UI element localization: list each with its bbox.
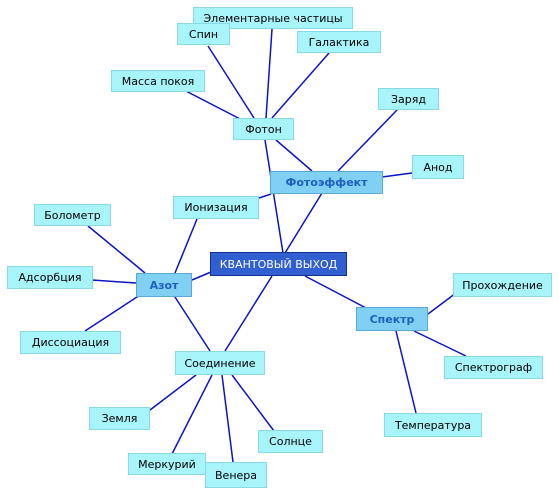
node-elementary-particles[interactable]: Элементарные частицы xyxy=(193,7,353,29)
edge-photoeffect-charge xyxy=(337,109,398,172)
node-dissociation[interactable]: Диссоциация xyxy=(20,331,121,354)
edge-compound-earth xyxy=(149,374,197,411)
edge-spectrum-temperature xyxy=(395,330,417,414)
root-node[interactable]: КВАНТОВЫЙ ВЫХОД xyxy=(210,252,347,276)
edge-root-nitrogen xyxy=(191,271,212,281)
node-spectrum[interactable]: Спектр xyxy=(356,307,428,331)
edge-root-spectrum xyxy=(304,275,367,309)
node-nitrogen[interactable]: Азот xyxy=(136,273,192,297)
edge-root-photon xyxy=(264,139,284,254)
node-anode[interactable]: Анод xyxy=(412,155,464,179)
node-adsorption[interactable]: Адсорбция xyxy=(7,266,93,289)
edge-compound-venus xyxy=(221,374,234,463)
node-photoeffect[interactable]: Фотоэффект xyxy=(270,171,383,194)
node-passage[interactable]: Прохождение xyxy=(453,273,552,297)
node-spin[interactable]: Спин xyxy=(177,23,230,45)
node-sun[interactable]: Солнце xyxy=(258,430,323,453)
edge-photon-spin xyxy=(207,45,255,119)
node-venus[interactable]: Венера xyxy=(205,462,267,488)
edge-root-compound xyxy=(224,275,273,352)
node-ionization[interactable]: Ионизация xyxy=(173,196,259,219)
edge-nitrogen-ionization xyxy=(174,218,198,274)
edge-nitrogen-dissociation xyxy=(84,294,141,332)
edge-compound-mercury xyxy=(171,374,213,455)
node-charge[interactable]: Заряд xyxy=(378,88,439,110)
edge-spectrum-passage xyxy=(427,292,457,315)
edge-spectrum-spectrograph xyxy=(413,330,467,357)
edge-nitrogen-bolometer xyxy=(87,225,146,274)
node-rest-mass[interactable]: Масса покоя xyxy=(111,70,205,92)
edge-root-photoeffect xyxy=(284,192,323,254)
edge-photon-rest-mass xyxy=(181,88,245,122)
node-compound[interactable]: Соединение xyxy=(175,351,265,375)
edge-compound-sun xyxy=(231,374,275,432)
node-earth[interactable]: Земля xyxy=(89,407,150,430)
node-photon[interactable]: Фотон xyxy=(233,118,294,140)
edge-nitrogen-compound xyxy=(174,296,211,352)
node-mercury[interactable]: Меркурий xyxy=(128,453,206,475)
edge-nitrogen-adsorption xyxy=(91,279,137,284)
edge-photoeffect-photon xyxy=(275,139,313,172)
edge-photon-elementary xyxy=(265,28,273,119)
node-bolometer[interactable]: Болометр xyxy=(34,204,111,226)
edge-photon-galaxy xyxy=(271,52,330,119)
node-spectrograph[interactable]: Спектрограф xyxy=(444,356,543,379)
node-galaxy[interactable]: Галактика xyxy=(297,31,381,53)
edge-photoeffect-anode xyxy=(381,172,413,178)
node-temperature[interactable]: Температура xyxy=(384,413,482,437)
